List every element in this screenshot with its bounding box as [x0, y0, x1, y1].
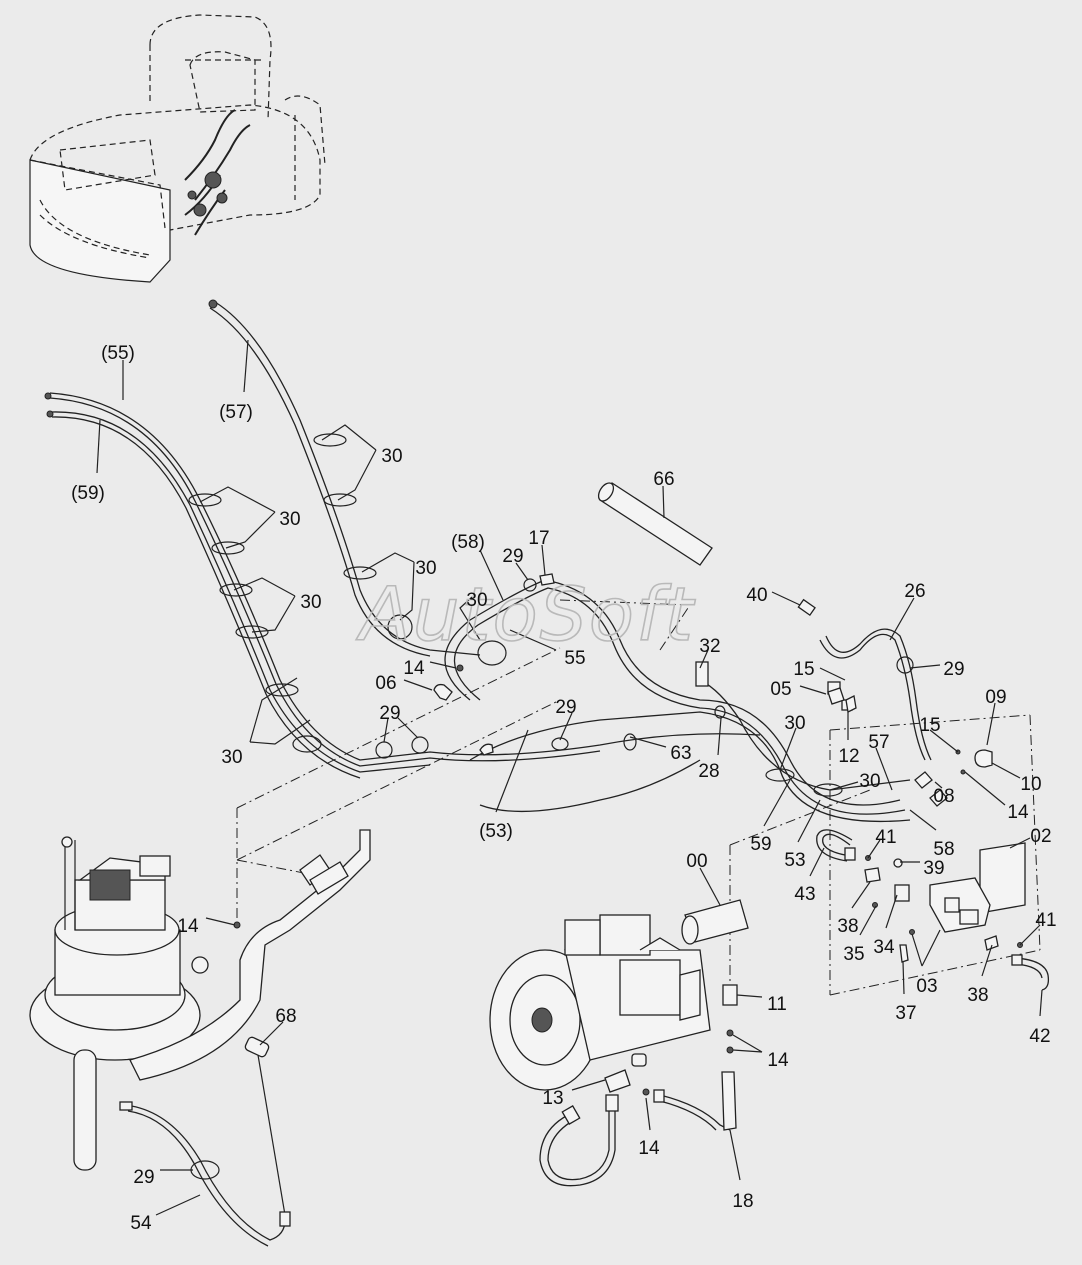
callout-c-30a: 30 [381, 446, 402, 467]
callout-c-54: 54 [130, 1213, 152, 1234]
callout-c-68: 68 [275, 1006, 296, 1027]
callout-c-53p: (53) [479, 821, 513, 842]
callout-c-29a: 29 [502, 546, 523, 567]
callout-c-14b: 14 [1007, 802, 1029, 823]
callout-c-37: 37 [895, 1003, 916, 1024]
callout-c-30c: 30 [415, 558, 436, 579]
callout-c-17: 17 [528, 528, 549, 549]
callout-c-14a: 14 [403, 658, 425, 679]
callout-c-06: 06 [375, 673, 396, 694]
callout-c-09: 09 [985, 687, 1006, 708]
callout-c-66: 66 [653, 469, 674, 490]
callout-c-34: 34 [873, 937, 895, 958]
callout-c-42: 42 [1029, 1026, 1050, 1047]
callout-c-02: 02 [1030, 826, 1051, 847]
misc-fittings [433, 573, 857, 756]
callout-c-18: 18 [732, 1191, 753, 1212]
callout-c-58p: (58) [451, 532, 485, 553]
callout-c-29d: 29 [555, 697, 576, 718]
callout-c-58: 58 [933, 839, 954, 860]
callout-c-41b: 41 [1035, 910, 1056, 931]
callout-c-05: 05 [770, 679, 791, 700]
callout-c-35: 35 [843, 944, 864, 965]
leader-lines [96, 339, 1043, 1216]
callout-c-38a: 38 [837, 916, 858, 937]
pilot-hose-bundle [44, 299, 911, 823]
callout-c-63: 63 [670, 743, 691, 764]
excavator-overview [29, 14, 326, 283]
callout-c-59p: (59) [71, 483, 105, 504]
main-pump-assembly [489, 899, 749, 1096]
callout-c-55: 55 [564, 648, 585, 669]
callout-c-28: 28 [698, 761, 719, 782]
callout-c-32: 32 [699, 636, 720, 657]
callout-c-53: 53 [784, 850, 805, 871]
watermark-text: AutoSoft [356, 572, 696, 658]
callout-c-55p: (55) [101, 343, 135, 364]
callout-c-08: 08 [933, 786, 954, 807]
callout-c-30h: 30 [859, 771, 880, 792]
hose-54-assembly [119, 1036, 291, 1247]
callout-c-41a: 41 [875, 827, 896, 848]
callout-c-11: 11 [767, 994, 787, 1015]
callout-c-30e: 30 [466, 590, 487, 611]
callout-c-30b: 30 [279, 509, 300, 530]
callout-c-40: 40 [746, 585, 767, 606]
swing-motor-assembly [29, 829, 371, 1171]
callout-c-03: 03 [916, 976, 937, 997]
callout-c-10: 10 [1020, 774, 1041, 795]
callout-c-57p: (57) [219, 402, 253, 423]
callout-c-15b: 15 [919, 715, 940, 736]
callout-c-29b: 29 [943, 659, 964, 680]
callout-c-29c: 29 [379, 703, 400, 724]
callout-c-29e: 29 [133, 1167, 154, 1188]
callout-c-39: 39 [923, 858, 944, 879]
callout-c-15a: 15 [793, 659, 814, 680]
callout-c-14e: 14 [638, 1138, 660, 1159]
callout-c-43: 43 [794, 884, 815, 905]
hoses-43-42 [816, 829, 1050, 991]
callout-c-30f: 30 [221, 747, 242, 768]
callout-c-30g: 30 [784, 713, 805, 734]
callout-c-12: 12 [838, 746, 859, 767]
callout-c-14c: 14 [177, 916, 199, 937]
callout-c-38b: 38 [967, 985, 988, 1006]
solenoid-bracket-02 [864, 842, 1026, 963]
callout-c-00: 00 [686, 851, 707, 872]
callout-c-30d: 30 [300, 592, 321, 613]
callout-c-14d: 14 [767, 1050, 789, 1071]
callout-c-59: 59 [750, 834, 771, 855]
callout-c-26: 26 [904, 581, 925, 602]
hose-clamps [188, 433, 914, 797]
callout-c-57: 57 [868, 732, 889, 753]
protector-sleeve-66 [597, 482, 713, 566]
callout-c-13: 13 [542, 1088, 563, 1109]
suction-hoses [539, 1071, 737, 1187]
